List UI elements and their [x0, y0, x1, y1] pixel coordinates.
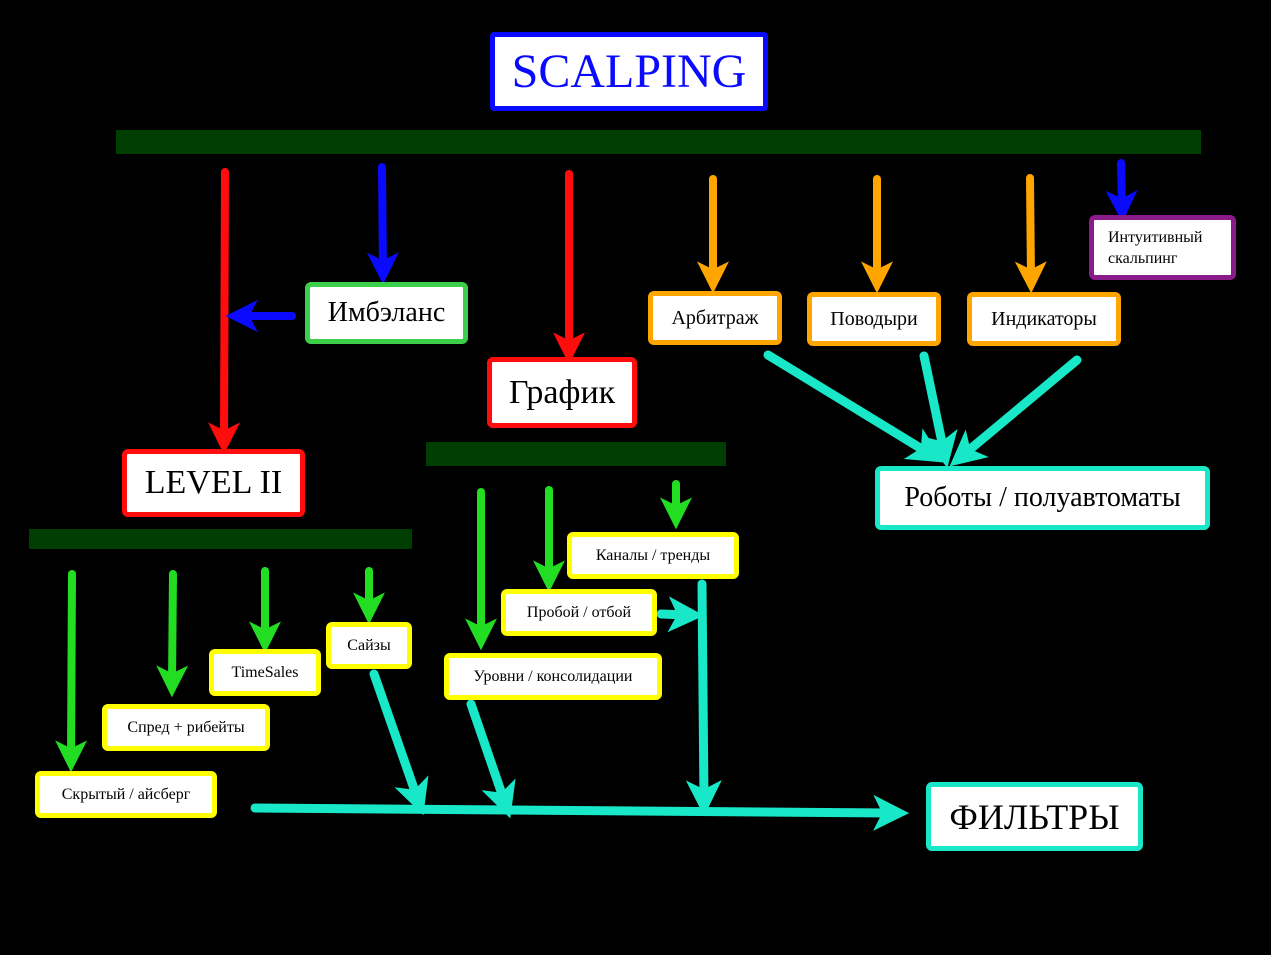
node-timesales: TimeSales — [209, 649, 321, 696]
arrow-bar-to-intuitive — [1105, 159, 1138, 223]
top-divider-bar — [116, 130, 1201, 154]
arrow-bar-to-indicators — [1014, 174, 1047, 294]
node-arbitrage: Арбитраж — [648, 291, 782, 345]
node-spread-rebates: Спред + рибейты — [102, 704, 270, 751]
node-breakout-bounce: Пробой / отбой — [501, 589, 657, 636]
node-imbalance: Имбэланс — [305, 282, 468, 344]
node-chart: График — [487, 357, 637, 428]
node-hidden-iceberg: Скрытый / айсберг — [35, 771, 217, 818]
node-level2: LEVEL II — [122, 449, 305, 517]
node-guides: Поводыри — [807, 292, 941, 346]
chart-divider-bar — [426, 442, 726, 466]
arrow-indicators-to-robots — [949, 355, 1082, 467]
arrow-breakout-to-channels-line — [656, 596, 705, 633]
arrow-levels-to-filters-line — [466, 699, 516, 819]
arrow-bar-to-hidden — [55, 570, 88, 773]
arrow-sizes-to-filters-line — [369, 669, 429, 816]
arrow-bar-to-level2 — [208, 168, 241, 455]
node-levels-consolidation: Уровни / консолидации — [444, 653, 662, 700]
arrow-hidden-to-filters — [250, 794, 910, 831]
node-filters: ФИЛЬТРЫ — [926, 782, 1143, 851]
node-indicators: Индикаторы — [967, 292, 1121, 346]
node-sizes: Сайзы — [326, 622, 412, 669]
arrow-arbitrage-to-robots — [763, 350, 944, 463]
node-channels-trends: Каналы / тренды — [567, 532, 739, 579]
arrow-guides-to-robots — [919, 351, 958, 468]
level2-divider-bar — [29, 529, 412, 549]
arrow-channels-to-filters-line — [685, 579, 722, 817]
arrow-bar-to-imbalance — [366, 163, 399, 285]
title-scalping: SCALPING — [490, 32, 768, 111]
arrow-bar-to-spread — [156, 570, 189, 698]
node-intuitive-scalping: Интуитивный скальпинг — [1089, 215, 1236, 280]
node-robots: Роботы / полуавтоматы — [875, 466, 1210, 530]
